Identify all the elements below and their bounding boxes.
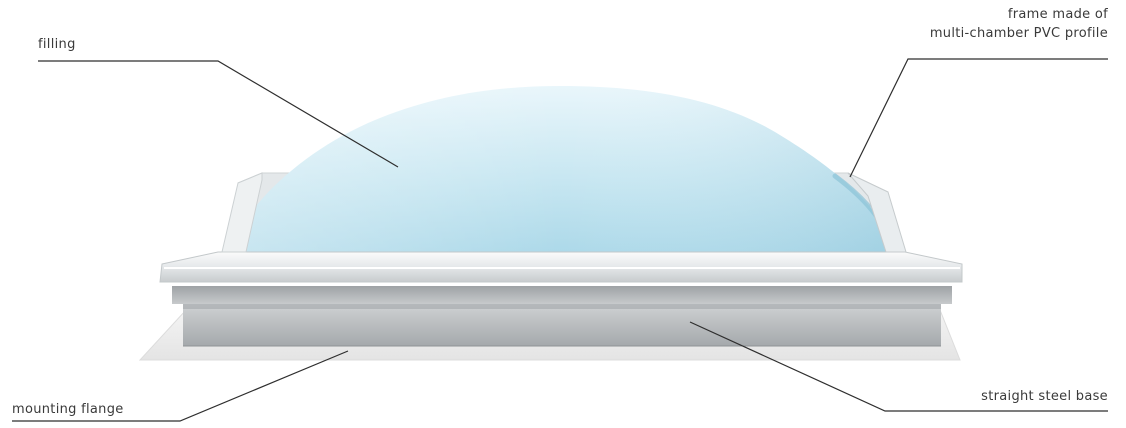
frame-label-line1: frame made of bbox=[930, 5, 1108, 24]
base-upper-band bbox=[172, 286, 952, 304]
filling-label: filling bbox=[38, 35, 76, 54]
mounting-flange-label: mounting flange bbox=[12, 400, 124, 419]
leader-frame bbox=[850, 59, 1108, 177]
dome-shading bbox=[228, 86, 892, 262]
frame-label: frame made of multi-chamber PVC profile bbox=[930, 5, 1108, 43]
frame-label-line2: multi-chamber PVC profile bbox=[930, 24, 1108, 43]
steel-base-label: straight steel base bbox=[981, 387, 1108, 406]
